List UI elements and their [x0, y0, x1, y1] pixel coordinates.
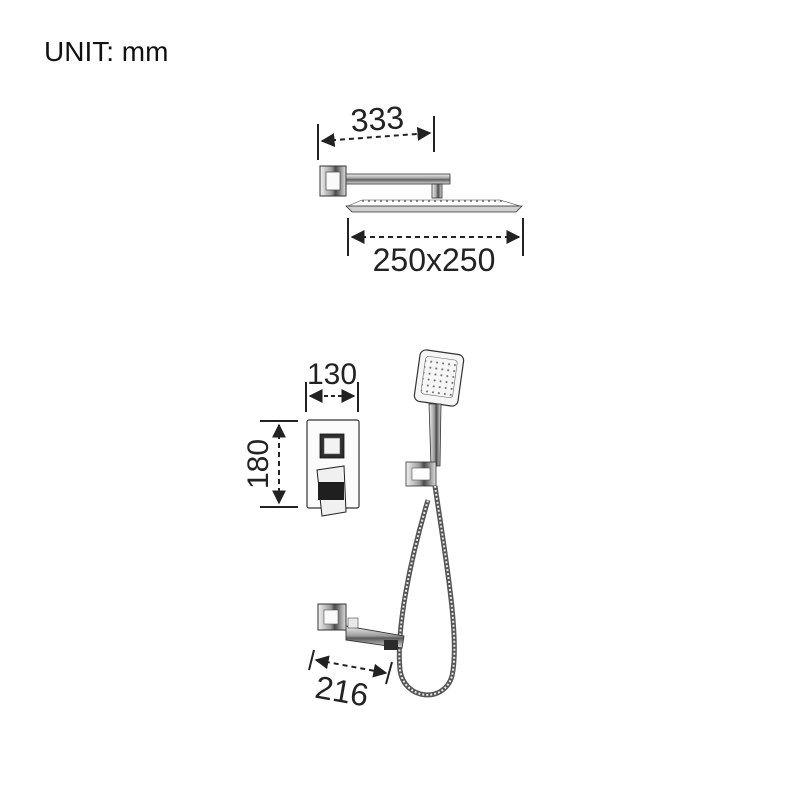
hand-shower-handle: [428, 403, 442, 467]
unit-label: UNIT: mm: [44, 36, 169, 67]
rain-shower-head: [345, 205, 523, 213]
plate-width-dimension: 130: [305, 358, 359, 412]
valve-trim-plate: [306, 419, 360, 517]
plate-height-dimension: 180: [242, 420, 298, 508]
shower-hose: [396, 485, 457, 698]
head-size-dimension: 250x250: [347, 218, 524, 278]
spout-length-dimension: 216: [308, 649, 393, 714]
tub-spout: [317, 603, 405, 650]
rain-shower-assembly: [319, 165, 523, 213]
arm-length-value: 333: [349, 99, 405, 139]
plate-width-value: 130: [307, 358, 357, 391]
plate-height-value: 180: [242, 439, 275, 489]
spout-length-value: 216: [312, 669, 371, 714]
hand-shower-assembly: [396, 349, 465, 698]
head-size-value: 250x250: [373, 242, 496, 278]
shower-arm: [345, 173, 451, 185]
arm-length-dimension: 333: [317, 99, 435, 160]
